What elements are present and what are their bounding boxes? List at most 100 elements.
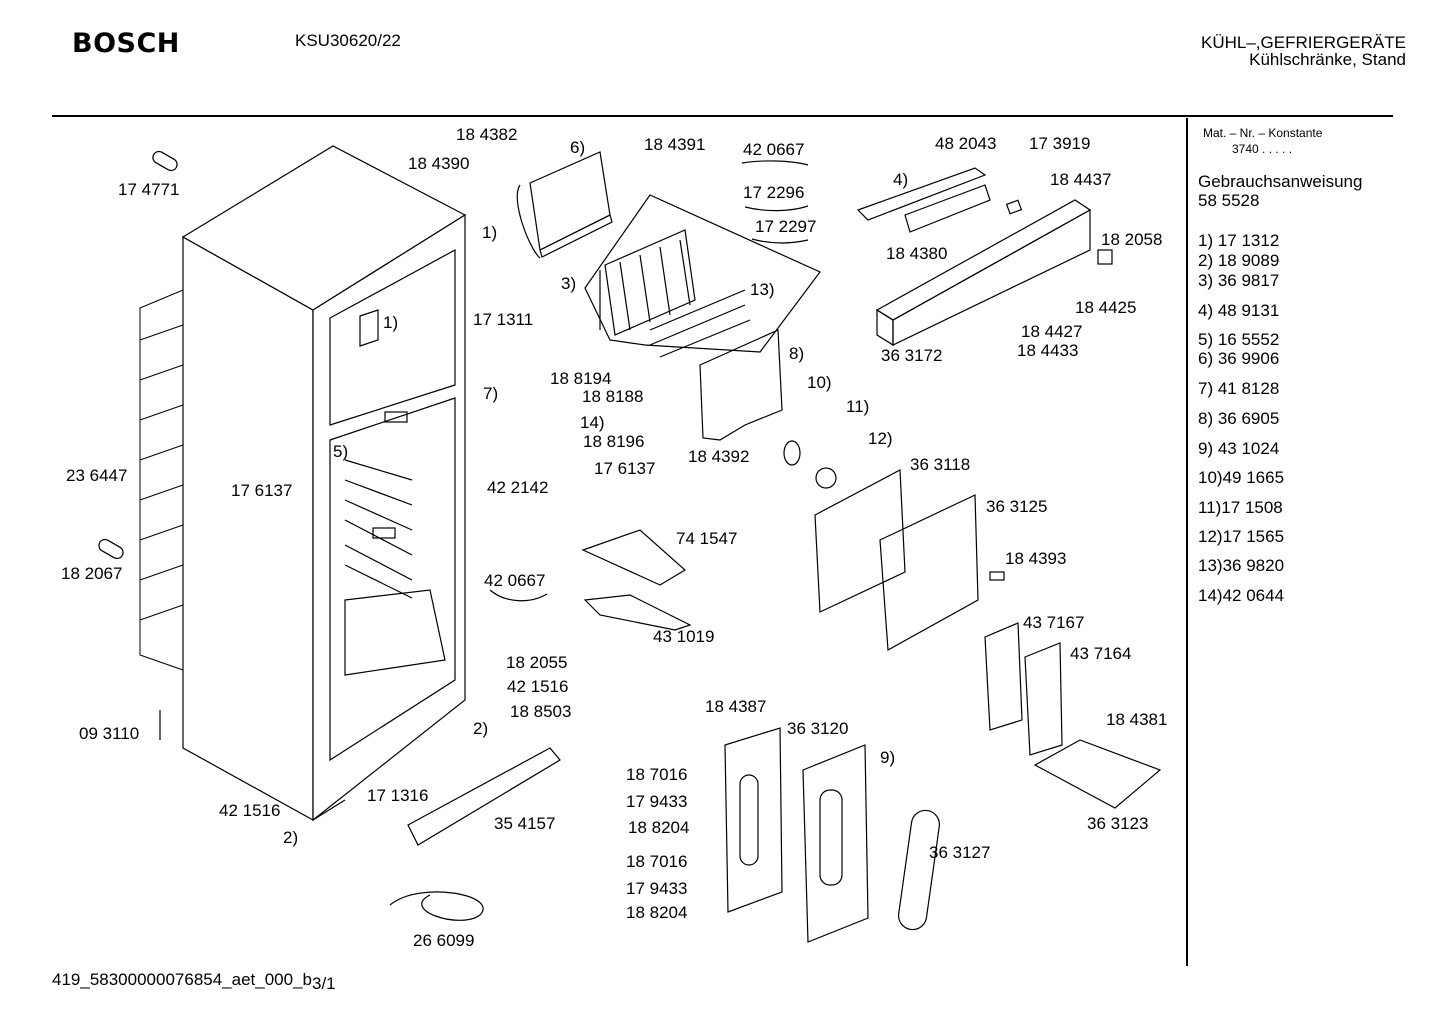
label-437167: 43 7167 bbox=[1023, 613, 1085, 632]
label-188204-bottom: 18 8204 bbox=[626, 903, 688, 922]
tube-174771 bbox=[152, 150, 178, 172]
label-174771: 17 4771 bbox=[118, 180, 180, 199]
power-cord-266099 bbox=[389, 891, 484, 921]
label-363118: 36 3118 bbox=[910, 455, 971, 474]
label-437164: 43 7164 bbox=[1070, 644, 1132, 663]
label-421516-top: 42 1516 bbox=[507, 677, 569, 696]
label-ref-11: 11) bbox=[846, 397, 870, 416]
evaporator-frame bbox=[516, 151, 613, 259]
label-ref-2b: 2) bbox=[283, 828, 299, 847]
label-420667-mid: 42 0667 bbox=[484, 571, 546, 590]
manual-number: 58 5528 bbox=[1198, 191, 1260, 210]
label-188196: 18 8196 bbox=[583, 432, 645, 451]
ref-list-item: 8) 36 6905 bbox=[1198, 409, 1280, 428]
label-171316: 17 1316 bbox=[367, 786, 429, 805]
plate-363123 bbox=[1033, 739, 1162, 809]
handle-354157 bbox=[407, 747, 561, 846]
label-172297: 17 2297 bbox=[755, 217, 817, 236]
liner-437167 bbox=[984, 622, 1023, 731]
manual-label: Gebrauchsanweisung bbox=[1198, 172, 1363, 191]
label-184380: 18 4380 bbox=[886, 244, 948, 263]
label-431019: 43 1019 bbox=[653, 627, 715, 646]
category-line-1: KÜHL–,GEFRIERGERÄTE bbox=[1201, 33, 1406, 52]
label-173919: 17 3919 bbox=[1029, 134, 1091, 153]
label-ref-13: 13) bbox=[750, 280, 775, 299]
label-ref-8: 8) bbox=[789, 344, 805, 363]
label-ref-12: 12) bbox=[868, 429, 893, 448]
part-182058 bbox=[1097, 249, 1113, 265]
control-bar bbox=[875, 199, 1092, 347]
ref-list-item: 6) 36 9906 bbox=[1198, 349, 1280, 368]
label-176137-left: 17 6137 bbox=[231, 481, 293, 500]
category-line-2: Kühlschränke, Stand bbox=[1249, 50, 1406, 69]
label-184425: 18 4425 bbox=[1075, 298, 1137, 317]
wire-420667-mid bbox=[489, 589, 548, 602]
ref-list-item: 2) 18 9089 bbox=[1198, 251, 1280, 270]
label-188194: 18 8194 bbox=[550, 369, 612, 388]
liner-437164 bbox=[1024, 642, 1063, 756]
label-176137-right: 17 6137 bbox=[594, 459, 656, 478]
label-182055: 18 2055 bbox=[506, 653, 568, 672]
label-184381: 18 4381 bbox=[1106, 710, 1168, 729]
ref-list-item: 5) 16 5552 bbox=[1198, 330, 1280, 349]
part-431019 bbox=[583, 594, 692, 631]
label-ref-2a: 2) bbox=[473, 719, 489, 738]
ref-list-item: 14)42 0644 bbox=[1198, 586, 1285, 605]
door-9 bbox=[802, 744, 869, 943]
ref-list-item: 12)17 1565 bbox=[1198, 527, 1285, 546]
model-number: KSU30620/22 bbox=[295, 31, 401, 50]
label-184393: 18 4393 bbox=[1005, 549, 1067, 568]
label-482043: 48 2043 bbox=[935, 134, 997, 153]
part-741547 bbox=[581, 529, 687, 586]
label-171311: 17 1311 bbox=[473, 310, 534, 329]
label-363172: 36 3172 bbox=[881, 346, 943, 365]
label-188503: 18 8503 bbox=[510, 702, 572, 721]
door-363120 bbox=[724, 727, 783, 913]
door-363120-slot bbox=[739, 774, 759, 866]
tube-182067 bbox=[98, 538, 124, 560]
label-184392: 18 4392 bbox=[688, 447, 750, 466]
label-363127: 36 3127 bbox=[929, 843, 991, 862]
label-363125: 36 3125 bbox=[986, 497, 1048, 516]
label-363123: 36 3123 bbox=[1087, 814, 1149, 833]
ref-list-item: 7) 41 8128 bbox=[1198, 379, 1280, 398]
category-title: KÜHL–,GEFRIERGERÄTE Kühlschränke, Stand bbox=[1201, 34, 1406, 68]
label-172296: 17 2296 bbox=[743, 183, 805, 202]
ref-list-item: 10)49 1665 bbox=[1198, 468, 1285, 487]
label-182058: 18 2058 bbox=[1101, 230, 1163, 249]
label-179433-bottom: 17 9433 bbox=[626, 879, 688, 898]
label-ref-9: 9) bbox=[880, 748, 896, 767]
label-354157: 35 4157 bbox=[494, 814, 556, 833]
fan-motor bbox=[783, 440, 801, 466]
ref-list-item: 11)17 1508 bbox=[1198, 498, 1283, 517]
label-ref-14: 14) bbox=[580, 413, 605, 432]
konstante-value: 3740 . . . . . bbox=[1232, 142, 1293, 156]
control-housing bbox=[856, 167, 991, 233]
document-id: 419_58300000076854_aet_000_b3/1 bbox=[52, 970, 336, 993]
fan-cover bbox=[699, 329, 783, 441]
label-ref-10: 10) bbox=[807, 373, 832, 392]
label-ref-3: 3) bbox=[561, 274, 577, 293]
label-188188: 18 8188 bbox=[582, 387, 644, 406]
label-ref-5: 5) bbox=[333, 442, 349, 461]
fan-blade bbox=[815, 467, 837, 489]
brand-logo: BOSCH bbox=[72, 28, 180, 59]
label-184382: 18 4382 bbox=[456, 125, 518, 144]
condenser-back bbox=[139, 289, 184, 671]
document-id-text: 419_58300000076854_aet_000_b bbox=[52, 970, 312, 989]
ref-list-item: 4) 48 9131 bbox=[1198, 301, 1280, 320]
ref-list-item: 1) 17 1312 bbox=[1198, 231, 1280, 250]
label-184427: 18 4427 bbox=[1021, 322, 1083, 341]
ref-list-item: 9) 43 1024 bbox=[1198, 439, 1280, 458]
label-422142: 42 2142 bbox=[487, 478, 549, 497]
evaporator-coil bbox=[584, 194, 821, 358]
wire-172297 bbox=[751, 238, 809, 244]
label-187016-top: 18 7016 bbox=[626, 765, 688, 784]
panel-363118 bbox=[814, 469, 906, 613]
label-ref-7: 7) bbox=[483, 384, 499, 403]
label-ref-4: 4) bbox=[893, 170, 909, 189]
label-179433-top: 17 9433 bbox=[626, 792, 688, 811]
page-number: 3/1 bbox=[312, 974, 336, 993]
wire-172296 bbox=[744, 205, 809, 212]
